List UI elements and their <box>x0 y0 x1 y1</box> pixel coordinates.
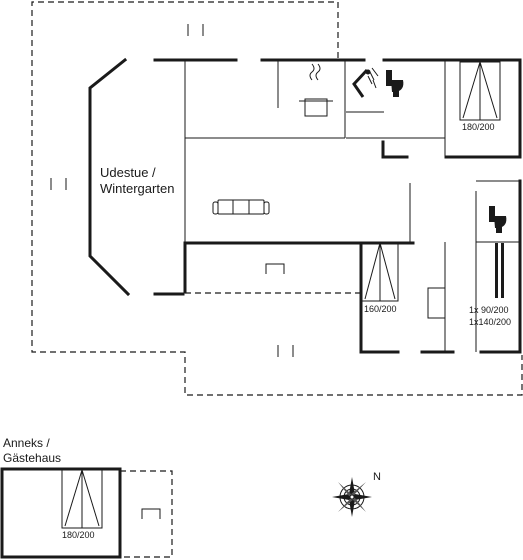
toilet-icon-2 <box>489 206 507 233</box>
annex-table-icon <box>141 508 161 519</box>
bed3-size-label-line2: 1x140/200 <box>469 317 511 327</box>
bed2-size-label: 160/200 <box>364 304 397 314</box>
annex-walls <box>0 467 173 559</box>
terrace-outline <box>31 1 523 396</box>
compass-rose-icon <box>332 477 372 517</box>
kitchen-pot-icon <box>299 63 333 117</box>
shower-icon <box>352 67 379 98</box>
sunroom-label-line2: Wintergarten <box>100 181 174 196</box>
bed-icon-2 <box>361 242 399 302</box>
annex-label-line1: Anneks / <box>3 436 50 450</box>
annex-bed-icon <box>61 469 103 529</box>
annex-bed-size-label: 180/200 <box>62 530 95 540</box>
bed1-size-label: 180/200 <box>462 122 495 132</box>
annex-label-line2: Gästehaus <box>3 451 61 465</box>
sofa-icon <box>212 199 270 215</box>
bed-icon-1 <box>459 61 501 121</box>
bed3-size-label-line1: 1x 90/200 <box>469 305 509 315</box>
sunroom-walls <box>88 57 238 297</box>
compass-north-label: N <box>373 471 381 483</box>
toilet-icon-1 <box>386 70 404 97</box>
table-icon <box>265 263 285 274</box>
bunk-bed-icon <box>495 243 504 298</box>
sunroom-label-line1: Udestue / <box>100 165 156 180</box>
window-markers <box>50 24 294 357</box>
